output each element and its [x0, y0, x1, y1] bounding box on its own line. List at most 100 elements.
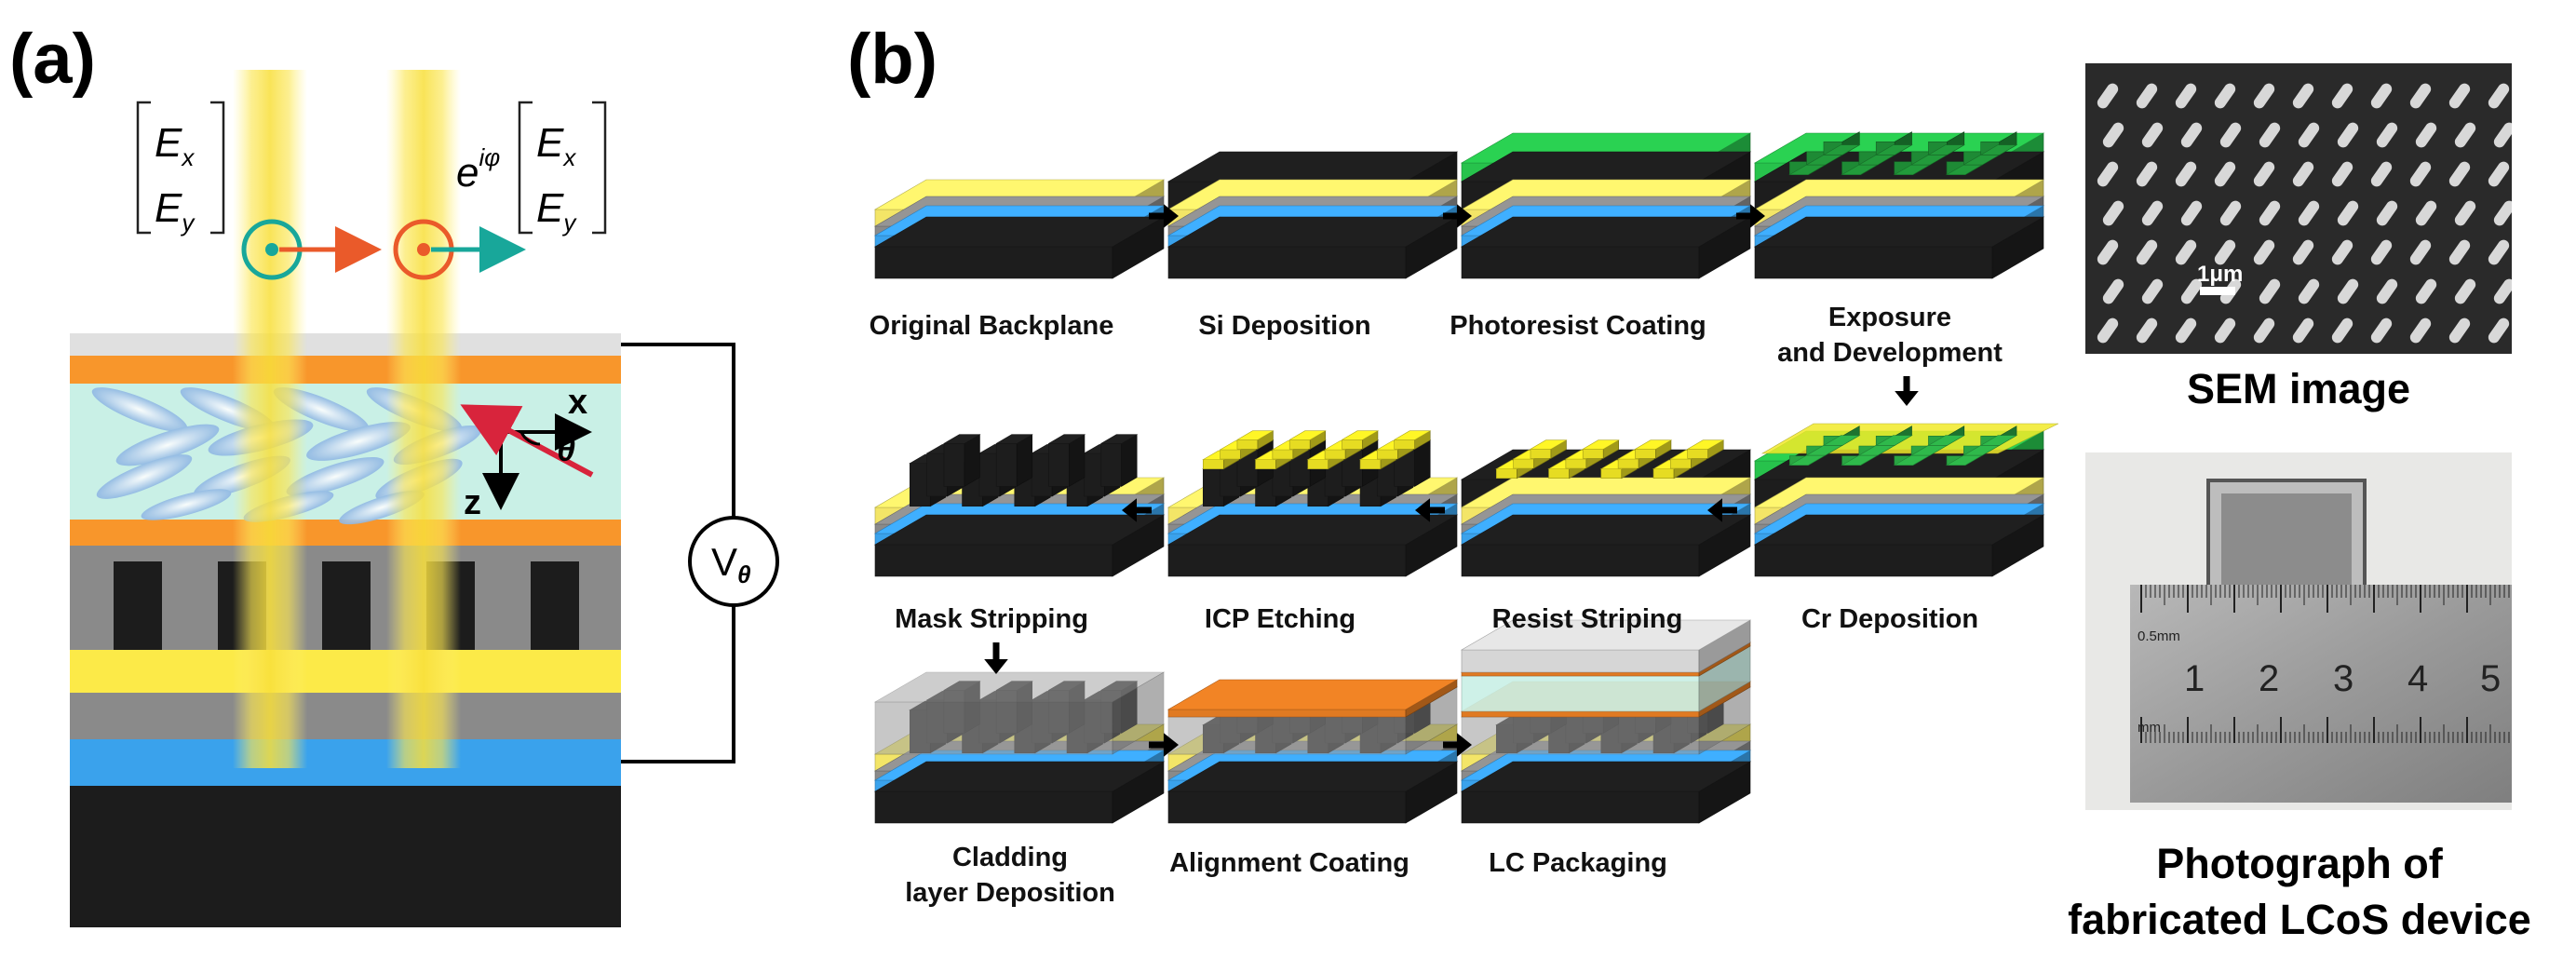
- ruler: [2130, 585, 2512, 803]
- step-label-si-deposition: Si Deposition: [1198, 311, 1371, 341]
- cladding-front: [874, 701, 1113, 755]
- si-pillar-2-2-top: [1047, 434, 1086, 444]
- step-label-mask-stripping: Mask Stripping: [895, 604, 1088, 634]
- step-block-si: [1167, 151, 1459, 279]
- fabrication-flow-diagram: [873, 131, 2059, 824]
- sem-pillar: [2493, 122, 2512, 148]
- sem-pillar: [2180, 200, 2203, 226]
- substrate-top: [1460, 514, 1752, 546]
- cr-mask-2-1-top: [1582, 439, 1620, 450]
- svg-text:Ex: Ex: [536, 120, 576, 171]
- si-pillar-2-1-top: [995, 434, 1033, 444]
- sem-pillar: [2292, 239, 2314, 265]
- sem-pillar: [2292, 161, 2314, 187]
- cover-glass-front: [1461, 649, 1700, 673]
- cr-cap-2-0-top: [1235, 430, 1275, 440]
- cr-cap-0-1-front: [1255, 459, 1276, 469]
- sem-pillar: [2175, 239, 2197, 265]
- si-top: [1167, 151, 1459, 182]
- svg-text:Ey: Ey: [155, 185, 196, 236]
- sem-pillar: [2136, 83, 2158, 109]
- substrate-front: [1461, 790, 1700, 824]
- sem-pillar: [2376, 278, 2398, 304]
- sem-pillar: [2097, 317, 2119, 344]
- sem-pillar: [2488, 317, 2510, 344]
- step-label-alignment-coating: Alignment Coating: [1169, 848, 1409, 878]
- sem-pillar: [2415, 200, 2437, 226]
- substrate-front: [1461, 246, 1700, 279]
- voltage-circuit: Vθ: [621, 343, 779, 763]
- cr-mask-2-2-top: [1634, 439, 1673, 450]
- sem-pillar: [2454, 200, 2476, 226]
- ruler-number-4: 4: [2407, 658, 2428, 699]
- substrate-front: [1461, 544, 1700, 577]
- substrate-top: [1167, 761, 1459, 792]
- cr-cap-2-0-front: [1236, 439, 1259, 450]
- substrate-front: [874, 544, 1113, 577]
- sem-pillar: [2219, 122, 2242, 148]
- sem-pillar: [2214, 83, 2236, 109]
- sem-pillar: [2331, 161, 2353, 187]
- cr-hole-2-1-top: [1875, 435, 1913, 446]
- lcos-active-area: [2221, 493, 2352, 588]
- cr-cap-0-0-front: [1202, 459, 1224, 469]
- axis-x-label: x: [568, 383, 587, 422]
- substrate-layer: [70, 786, 621, 927]
- step-label-original-backplane: Original Backplane: [869, 311, 1114, 341]
- voltage-label: V: [711, 540, 737, 584]
- sem-pillar: [2175, 161, 2197, 187]
- substrate-top: [1167, 216, 1459, 248]
- sem-pillar: [2409, 239, 2432, 265]
- polarization-output: [393, 219, 526, 280]
- sem-pillar: [2298, 278, 2320, 304]
- substrate-front: [1754, 544, 1993, 577]
- cladding-front: [1461, 716, 1700, 755]
- si-pillar-2-3-front: [1100, 443, 1123, 487]
- sem-pillar: [2376, 122, 2398, 148]
- sem-pillar: [2136, 317, 2158, 344]
- grating-pillar-5: [531, 561, 579, 650]
- sem-pillar: [2214, 317, 2236, 344]
- cr-cap-0-3-front: [1359, 459, 1382, 469]
- step-block-pr: [1460, 132, 1752, 279]
- sem-image-title: SEM image: [2186, 365, 2411, 412]
- sem-pillar: [2448, 161, 2471, 187]
- cr-cap-2-2-front: [1342, 439, 1363, 450]
- svg-text:Ex: Ex: [155, 120, 195, 171]
- sem-pillar: [2331, 83, 2353, 109]
- si-pillar-2-0-front: [943, 443, 965, 487]
- sem-pillar: [2253, 161, 2275, 187]
- arrow-6: [1415, 498, 1445, 522]
- cr-mask-1-1-front: [1565, 458, 1587, 469]
- step-label-cladding: Cladding: [951, 843, 1069, 872]
- ruler-unit-bottom: mm: [2138, 720, 2161, 736]
- sem-pillar: [2175, 317, 2197, 344]
- substrate-top: [1753, 216, 2045, 248]
- step-block-expo: [1753, 131, 2045, 279]
- sem-scale-bar: [2200, 287, 2235, 295]
- sem-pillar: [2409, 317, 2432, 344]
- sem-pillar: [2097, 83, 2119, 109]
- step-label-exposure: Exposure: [1827, 303, 1952, 332]
- sem-pillar: [2097, 161, 2119, 187]
- cr-mask-2-1-front: [1582, 449, 1604, 459]
- sem-pillar: [2415, 122, 2437, 148]
- coordinate-axes: x z θ: [460, 383, 594, 522]
- cr-mask-2-3-top: [1686, 439, 1725, 450]
- polarization-input: [241, 219, 382, 280]
- cr-mask-0-0-front: [1495, 468, 1517, 479]
- step-label-icp-etching: ICP Etching: [1204, 604, 1356, 634]
- sem-pillar: [2337, 122, 2359, 148]
- si-pillar-2-3-top: [1099, 434, 1139, 444]
- sem-pillar: [2141, 200, 2164, 226]
- arrow-4: [1895, 376, 1919, 406]
- sem-pillar: [2102, 200, 2124, 226]
- sem-pillar: [2253, 83, 2275, 109]
- axis-z-label: z: [464, 483, 481, 522]
- substrate-top: [873, 761, 1166, 792]
- cr-hole-2-2-top: [1927, 435, 1965, 446]
- sem-pillar: [2292, 83, 2314, 109]
- sem-pillar: [2331, 317, 2353, 344]
- sem-pillar: [2136, 239, 2158, 265]
- incident-light-beam: [233, 70, 307, 768]
